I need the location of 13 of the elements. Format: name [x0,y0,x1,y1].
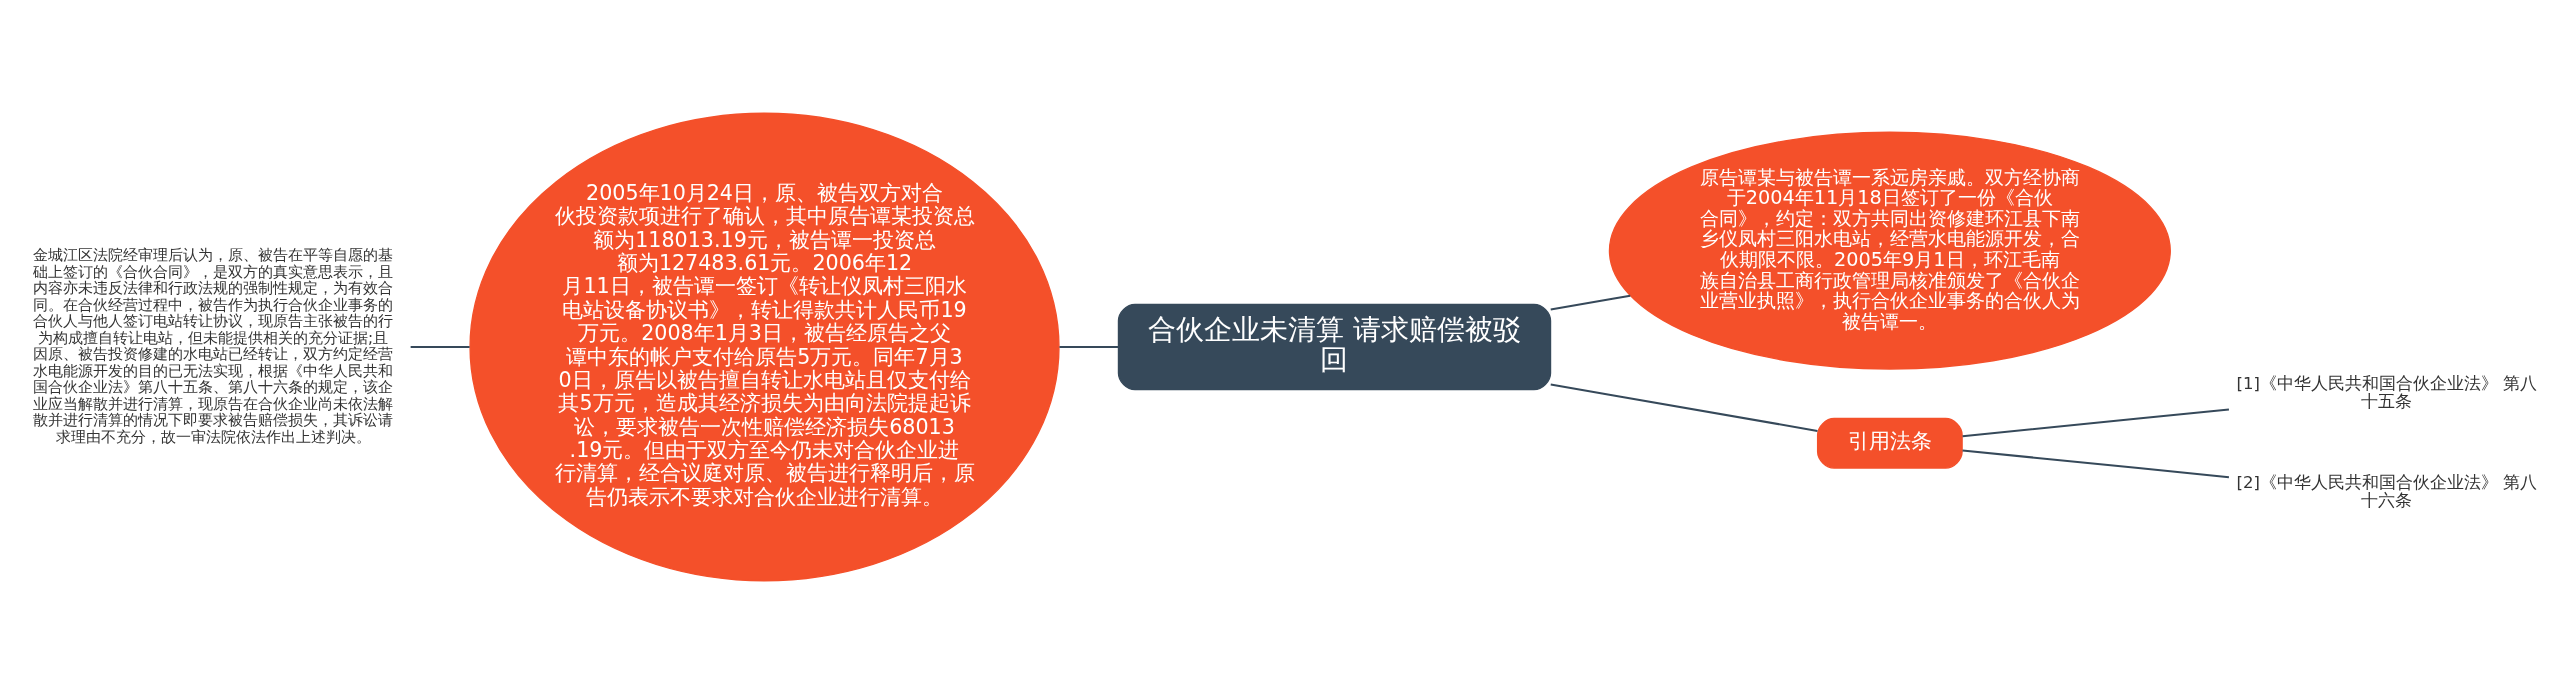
node-ellipse: 原告谭某与被告谭一系远房亲戚。双方经协商于2004年11月18日签订了一份《合伙合同》，约定：双方共同出资修建环江县下南乡仪凤村三阳水电站，经营水电能源开发，合伙期限不限。2005年9月1日，环江毛南族自治县工商行政管理局核准颁发了《合伙企业营业执照》，执行合伙企业事务的合伙人为被告谭一。 [1608,131,2171,370]
node-text: 金城江区法院经审理后认为，原、被告在平等自愿的基础上签订的《合伙合同》，是双方的真实意思表示，且内容亦未违反法律和行政法规的强制性规定，为有效合同。在合伙经营过程中，被告作为执行合伙企业事务的合伙人与他人签订电站转让协议，现原告主张被告的行为构成擅自转让电站，但未能提供相关的充分证据;且因原、被告投资修建的水电站已经转让，双方约定经营水电能源开发的目的已无法实现，根据《中华人民共和国合伙企业法》第八十五条、第八十六条的规定，该企业应当解散并进行清算，现原告在合伙企业尚未依法解散并进行清算的情况下即要求被告赔偿损失，其诉讼请求理由不充分，故一审法院依法作出上述判决。 [33,245,394,446]
connector [1550,382,1818,432]
connector [410,345,470,348]
connector [1550,294,1631,311]
node-box: 引用法条 [1816,417,1963,469]
node-box: 合伙企业未清算 请求赔偿被驳回 [1117,303,1552,390]
connector [1962,448,2230,478]
connector [1059,345,1119,348]
node-text: [2]《中华人民共和国合伙企业法》 第八十六条 [2236,472,2538,510]
connector [1962,407,2230,437]
node-ellipse: 2005年10月24日，原、被告双方对合伙投资款项进行了确认，其中原告谭某投资总额为118013.19元，被告谭一投资总额为127483.61元。2006年12月11日，被告谭一签订《转让仪凤村三阳水电站设备协议书》，转让得款共计人民币19万元。2008年1月3日，被告经原告之父谭中东的帐户支付给原告5万元。同年7月30日，原告以被告擅自转让水电站且仅支付给其5万元，造成其经济损失为由向法院提起诉讼，要求被告一次性赔偿经济损失68013.19元。但由于双方至今仍未对合伙企业进行清算，经合议庭对原、被告进行释明后，原告仍表示不要求对合伙企业进行清算。 [469,112,1060,581]
node-text: [1]《中华人民共和国合伙企业法》 第八十五条 [2236,373,2538,411]
